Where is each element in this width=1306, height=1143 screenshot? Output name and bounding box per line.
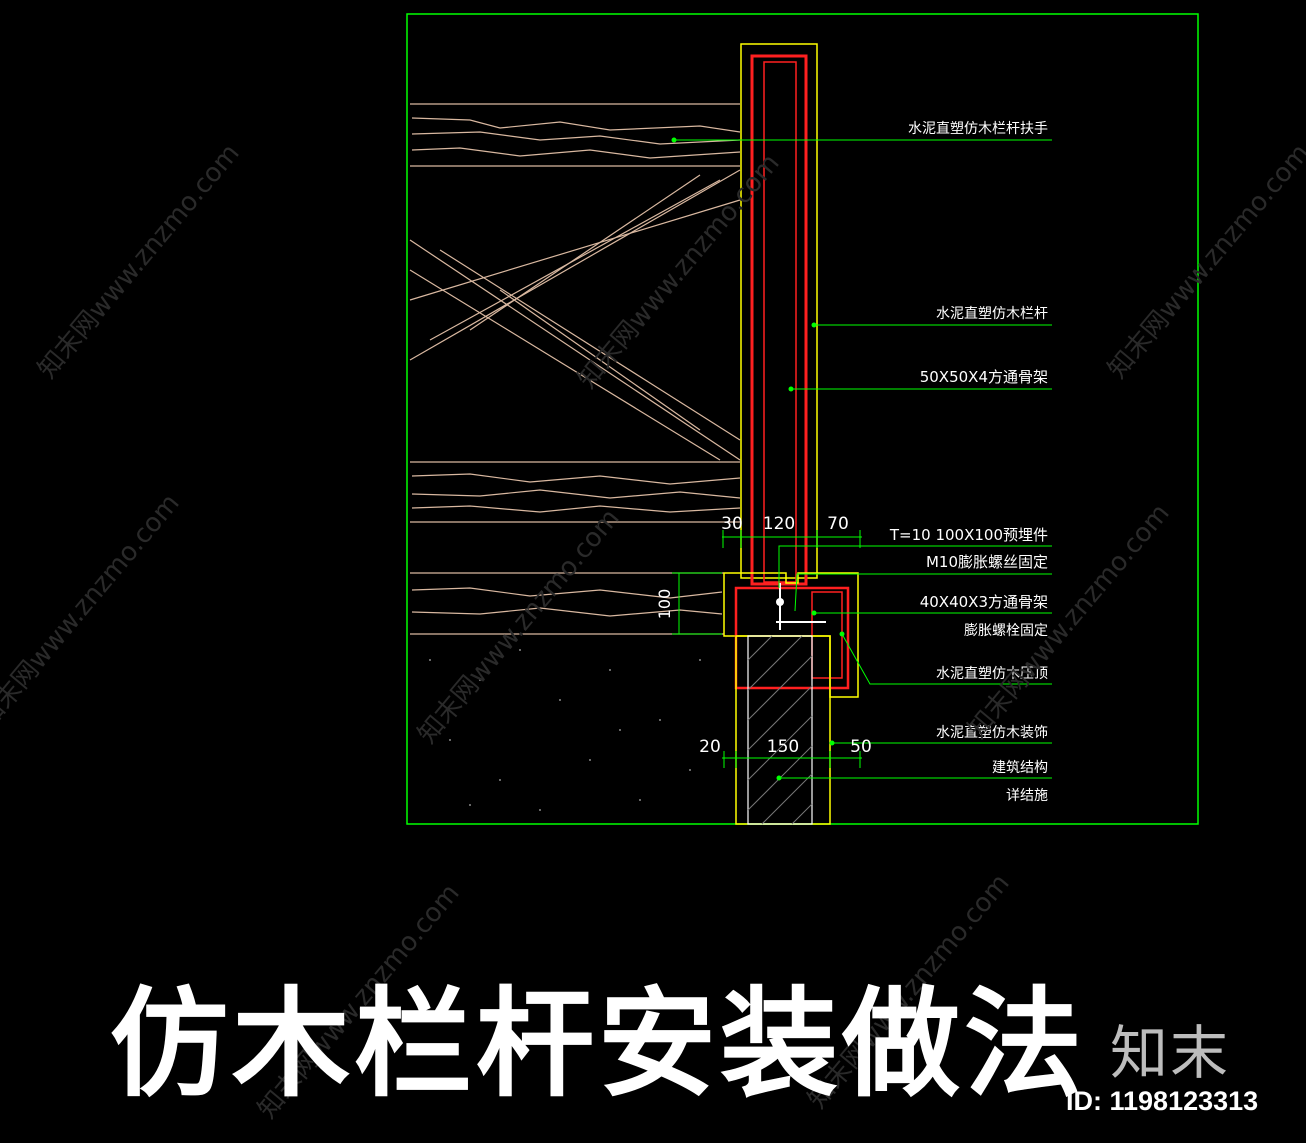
structure-wall [735,635,831,825]
callout-structure: 建筑结构 [992,760,1048,776]
callout-frame-40: 40X40X3方通骨架 [920,593,1048,611]
callout-handrail: 水泥直塑仿木栏杆扶手 [908,120,1048,137]
callout-decoration: 水泥直塑仿木装饰 [936,724,1048,741]
callout-embedded-plate: T=10 100X100预埋件 [889,526,1048,544]
ground-stipple [429,649,701,811]
coping-section [723,572,859,698]
leader-lines [674,139,1052,779]
watermark-2: 知末网www.znzmo.com [572,148,785,394]
page-title: 仿木栏杆安装做法 [110,975,1087,1113]
callout-frame-50: 50X50X4方通骨架 [920,368,1048,386]
dim-top-mid: 120 [763,514,795,534]
dim-top-right: 70 [827,514,849,534]
dimension-lines [672,530,862,768]
post-section [740,43,818,586]
watermark-5: 知末网www.znzmo.com [412,503,625,749]
drawing-frame [406,13,1199,825]
watermark-3: 知末网www.znzmo.com [1102,138,1306,384]
id-value: 1198123313 [1109,1086,1259,1116]
callout-m10-bolt: M10膨胀螺丝固定 [926,553,1048,571]
callout-coping: 水泥直塑仿木压顶 [936,665,1048,682]
id-prefix: ID: [1066,1086,1110,1116]
callout-see-structural: 详结施 [1006,788,1048,804]
dim-bottom-left: 20 [699,737,721,757]
brand-logo: 知末 [1110,1019,1231,1087]
watermark-4: 知末网www.znzmo.com [0,488,186,734]
watermark-1: 知末网www.znzmo.com [32,138,245,384]
callout-expansion-bolt: 膨胀螺栓固定 [964,622,1048,639]
wood-railing-elevation [409,103,741,635]
dim-bottom-mid: 150 [767,737,799,757]
dim-bottom-right: 50 [850,737,872,757]
id-label: ID: 1198123313 [1066,1086,1258,1117]
leader-dots [671,137,845,781]
callout-baluster: 水泥直塑仿木栏杆 [936,305,1048,322]
dim-top-left: 30 [721,514,743,534]
dim-side: 100 [655,589,674,620]
